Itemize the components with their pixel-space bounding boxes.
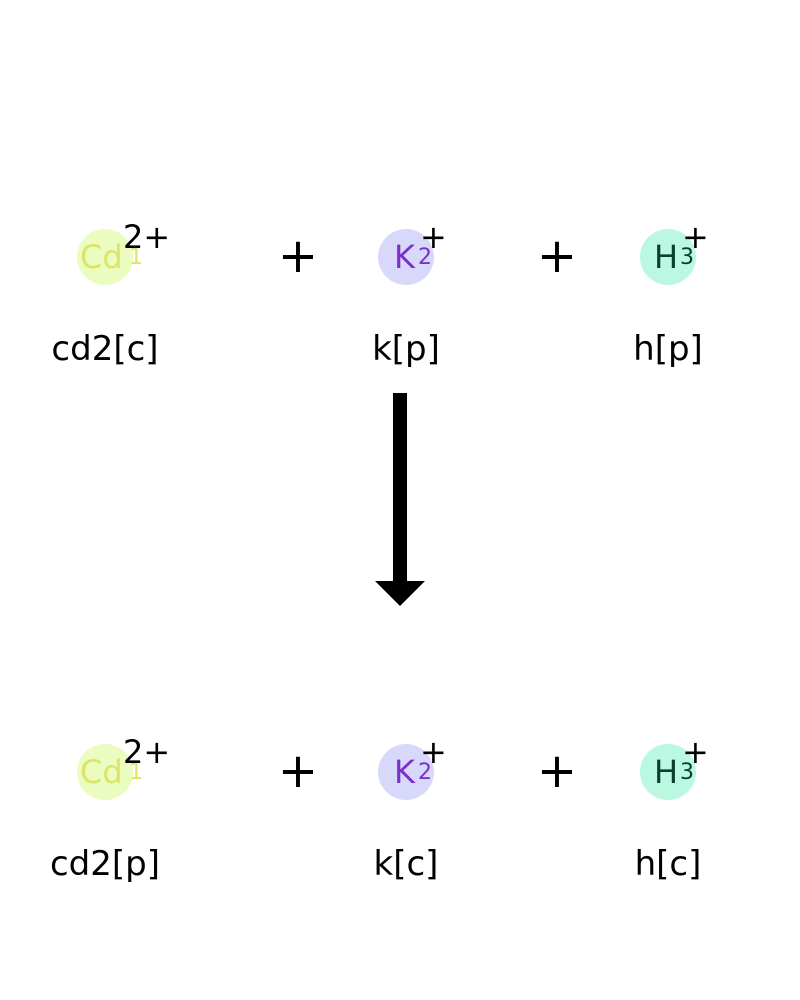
plus-sign: + (277, 743, 319, 799)
cd-label: cd2[p] (49, 844, 161, 884)
k-atom-circle (378, 744, 434, 800)
cd-symbol: Cd (80, 753, 123, 791)
h-symbol: H (654, 753, 679, 791)
k-symbol: K (394, 238, 415, 276)
h-symbol: H (654, 238, 679, 276)
cd-atom-index: 1 (129, 760, 143, 785)
reaction-arrow (375, 393, 425, 606)
arrow-shaft (393, 393, 407, 585)
k-label: k[p] (372, 329, 440, 369)
k-symbol: K (394, 753, 415, 791)
cd-charge: 2+ (123, 218, 171, 256)
k-charge: + (420, 218, 447, 256)
h-charge: + (682, 218, 709, 256)
cd-atom-circle (77, 744, 133, 800)
cd-charge: 2+ (123, 733, 171, 771)
h-atom-index: 3 (680, 760, 694, 785)
h-atom-index: 3 (680, 245, 694, 270)
cd-label: cd2[c] (51, 329, 159, 369)
k-label: k[c] (373, 844, 439, 884)
h-label: h[c] (634, 844, 702, 884)
h-atom-circle (640, 229, 696, 285)
h-label: h[p] (633, 329, 703, 369)
k-atom-circle (378, 229, 434, 285)
cd-symbol: Cd (80, 238, 123, 276)
h-charge: + (682, 733, 709, 771)
plus-sign: + (536, 228, 578, 284)
plus-sign: + (536, 743, 578, 799)
cd-atom-circle (77, 229, 133, 285)
k-atom-index: 2 (418, 760, 432, 785)
h-atom-circle (640, 744, 696, 800)
k-atom-index: 2 (418, 245, 432, 270)
k-charge: + (420, 733, 447, 771)
arrow-head (375, 581, 425, 606)
cd-atom-index: 1 (129, 245, 143, 270)
plus-sign: + (277, 228, 319, 284)
